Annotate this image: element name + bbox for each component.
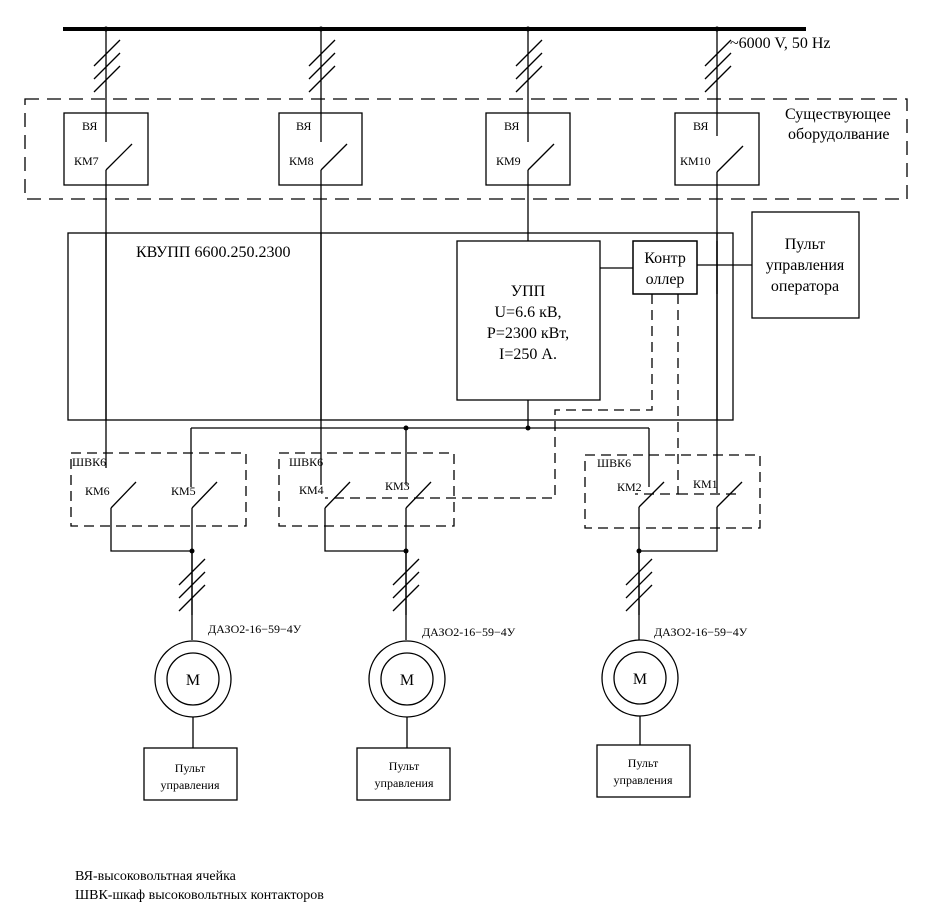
motor-symbol: М <box>186 672 200 689</box>
motor-3: ДАЗО2-16−59−4У М Пульт управления <box>596 551 748 798</box>
cell-type-label: ВЯ <box>693 119 708 133</box>
control-line-km4-km3 <box>325 294 653 499</box>
existing-equipment-region <box>24 98 908 200</box>
kvupp-enclosure <box>67 232 734 421</box>
contactor-switch-icon <box>638 481 665 508</box>
cell-type-label: ВЯ <box>504 119 519 133</box>
contactor-switch-icon <box>191 481 218 509</box>
contactor-switch-icon <box>105 143 133 171</box>
hv-contactor-cabinet <box>70 452 247 527</box>
cabinet-2: ШВК6 КМ4 КМ3 <box>278 452 455 615</box>
cell-contactor-label: КМ7 <box>74 154 99 168</box>
cabinet-label: ШВК6 <box>597 456 631 470</box>
kvupp-label: КВУПП 6600.250.2300 <box>136 244 290 261</box>
existing-equipment-label-2: оборудолвание <box>788 126 890 143</box>
cabinet-label: ШВК6 <box>72 455 106 469</box>
feeder-km8: ВЯ КМ8 <box>278 26 363 485</box>
existing-equipment-label-1: Существующее <box>785 106 891 123</box>
motor-panel-label-1: Пульт <box>389 759 420 773</box>
cell-contactor-label: КМ10 <box>680 154 711 168</box>
motor-model-label: ДАЗО2-16−59−4У <box>422 625 516 639</box>
control-line-km1 <box>635 294 679 495</box>
motor-panel-label-2: управления <box>614 773 673 787</box>
contactor-switch-icon <box>110 481 137 509</box>
cell-type-label: ВЯ <box>296 119 311 133</box>
hv-contactor-cabinet <box>278 452 455 527</box>
legend-item-1: ВЯ-высоковольтная ячейка <box>75 869 237 884</box>
upp-current: I=250 А. <box>499 346 557 363</box>
upp-box <box>456 240 601 401</box>
upp-power: P=2300 кВт, <box>487 325 569 342</box>
contactor-switch-icon <box>716 481 743 508</box>
contactor-label: КМ6 <box>85 484 110 498</box>
contactor-label: КМ4 <box>299 483 324 497</box>
motor-panel-label-2: управления <box>161 778 220 792</box>
junction-dot <box>525 425 531 431</box>
motor-panel-label-1: Пульт <box>628 756 659 770</box>
contactor-label: КМ5 <box>171 484 196 498</box>
motor-inner-circle <box>613 651 667 705</box>
contactor-switch-icon <box>324 481 351 509</box>
cell-contactor-label: КМ8 <box>289 154 314 168</box>
contactor-label: КМ2 <box>617 480 642 494</box>
upp-title: УПП <box>511 283 546 300</box>
motor-model-label: ДАЗО2-16−59−4У <box>654 625 748 639</box>
contactor-switch-icon <box>320 143 348 171</box>
motor-control-panel <box>143 747 238 801</box>
hv-contactor-cabinet <box>584 454 761 529</box>
operator-panel-box <box>751 211 860 319</box>
operator-panel-label-2: управления <box>766 257 845 274</box>
upp-voltage: U=6.6 кВ, <box>494 304 561 321</box>
motor-1: ДАЗО2-16−59−4У М Пульт управления <box>143 551 302 801</box>
controller-label-2: оллер <box>646 271 685 288</box>
cell-type-label: ВЯ <box>82 119 97 133</box>
feeder-km9: ВЯ КМ9 <box>485 26 571 241</box>
cabinet-1: ШВК6 КМ6 КМ5 <box>70 452 247 615</box>
three-phase-mark-icon <box>93 39 121 93</box>
motor-control-panel <box>356 747 451 801</box>
operator-panel-label-1: Пульт <box>785 236 826 253</box>
supply-label: ~6000 V, 50 Hz <box>730 35 831 52</box>
controller-label-1: Контр <box>644 250 686 267</box>
cabinet-3: ШВК6 КМ2 КМ1 <box>584 454 761 615</box>
cabinet-label: ШВК6 <box>289 455 323 469</box>
motor-panel-label-1: Пульт <box>175 761 206 775</box>
motor-inner-circle <box>166 652 220 706</box>
operator-panel-label-3: оператора <box>771 278 839 295</box>
contactor-label: КМ3 <box>385 479 410 493</box>
feeder-km7: ВЯ КМ7 <box>63 26 149 468</box>
cell-contactor-label: КМ9 <box>496 154 521 168</box>
motor-symbol: М <box>633 671 647 688</box>
motor-symbol: М <box>400 672 414 689</box>
motor-panel-label-2: управления <box>375 776 434 790</box>
contactor-switch-icon <box>405 481 432 509</box>
contactor-switch-icon <box>527 143 555 171</box>
motor-model-label: ДАЗО2-16−59−4У <box>208 622 302 636</box>
motor-2: ДАЗО2-16−59−4У М Пульт управления <box>356 551 516 801</box>
three-phase-mark-icon <box>704 39 732 93</box>
contactor-label: КМ1 <box>693 477 718 491</box>
contactor-switch-icon <box>716 145 744 173</box>
motor-control-panel <box>596 744 691 798</box>
three-phase-mark-icon <box>515 39 543 93</box>
motor-inner-circle <box>380 652 434 706</box>
legend-item-2: ШВК-шкаф высоковольтных контакторов <box>75 888 324 903</box>
three-phase-mark-icon <box>308 39 336 93</box>
